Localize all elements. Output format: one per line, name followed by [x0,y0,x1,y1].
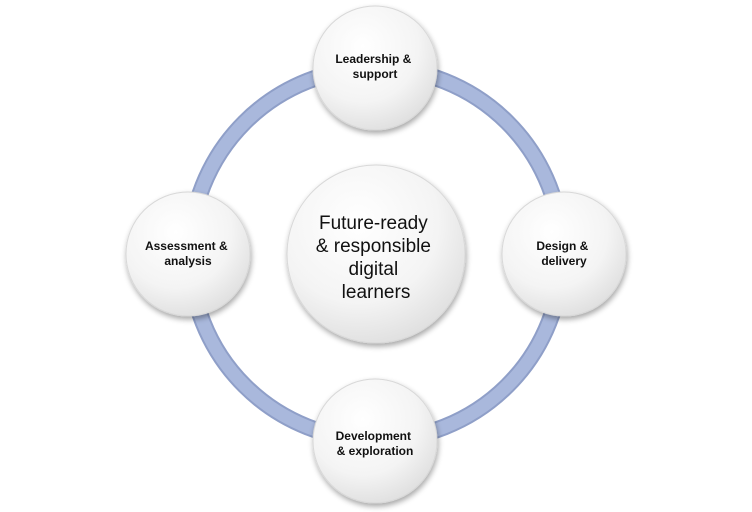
center-line-2: & responsible [316,236,431,257]
node-bottom-line-2: & exploration [337,444,414,458]
node-design-delivery: Design & delivery [501,191,627,317]
node-left-line-2: analysis [164,254,212,268]
node-assessment-analysis-circle [125,191,251,317]
center-line-1: Future-ready [319,213,428,234]
node-bottom-line-1: Development [336,429,411,443]
node-development-exploration-circle [312,378,438,504]
node-top-line-2: support [353,67,398,81]
node-assessment-analysis: Assessment & analysis [125,191,251,317]
node-top-line-1: Leadership & [335,52,411,66]
node-leadership-support: Leadership & support [312,5,438,131]
center-line-4: learners [342,282,411,303]
center-node-circle [286,164,466,344]
node-leadership-support-circle [312,5,438,131]
node-development-exploration: Development & exploration [312,378,438,504]
node-left-line-1: Assessment & [145,239,228,253]
center-line-3: digital [349,259,399,280]
node-right-line-2: delivery [541,254,587,268]
node-right-line-1: Design & [536,239,588,253]
node-leadership-support-label: Leadership & support [335,52,414,81]
node-design-delivery-circle [501,191,627,317]
node-development-exploration-label: Development & exploration [336,429,415,458]
node-design-delivery-label: Design & delivery [536,239,591,268]
center-node: Future-ready & responsible digital learn… [286,164,466,344]
node-assessment-analysis-label: Assessment & analysis [145,239,231,268]
center-node-label: Future-ready & responsible digital learn… [316,213,436,303]
